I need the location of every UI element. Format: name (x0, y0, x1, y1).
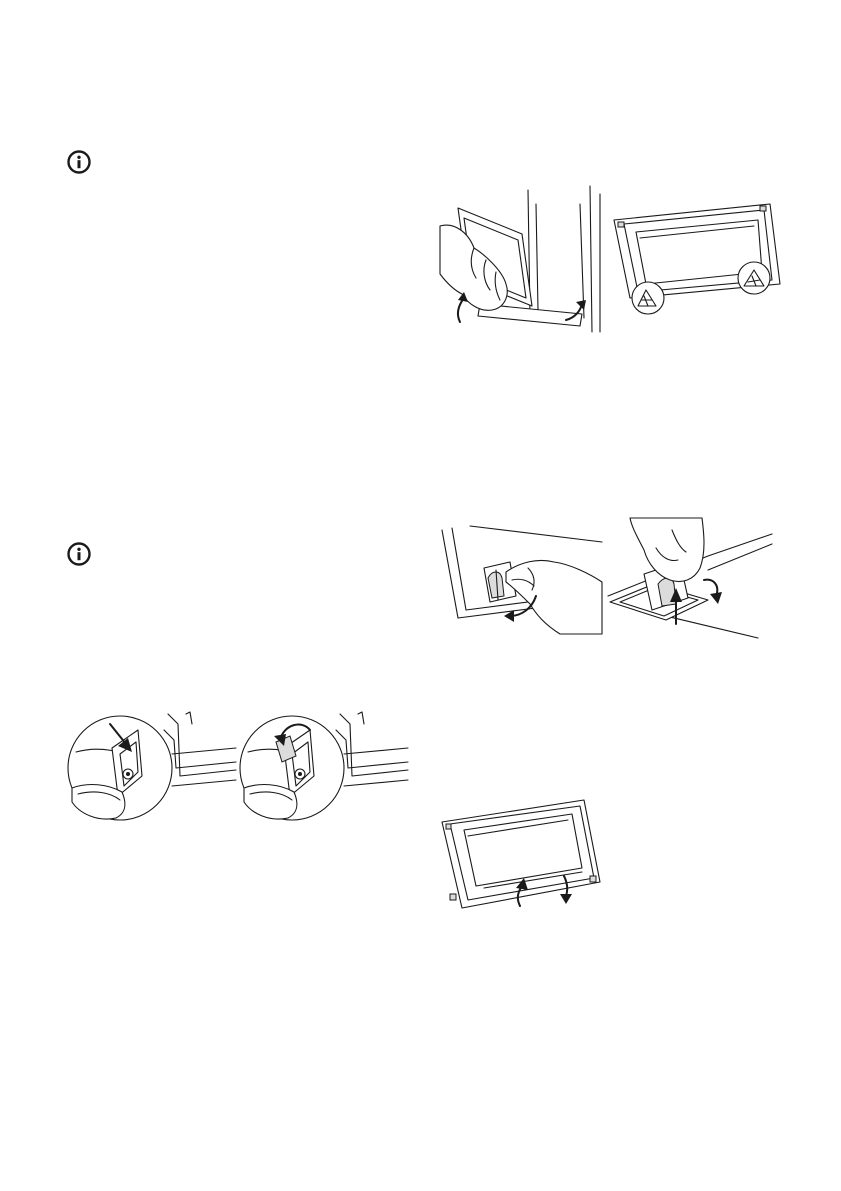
door-glass-clips-illustration (610, 202, 790, 324)
hinge-lock-rotate-illustration (240, 710, 408, 822)
door-removal-lift-illustration (440, 186, 606, 332)
info-icon (66, 541, 92, 567)
hinge-lever-lift-illustration (608, 518, 772, 638)
hinge-lever-fold-illustration (440, 524, 602, 634)
door-glass-panel-illustration (440, 798, 602, 910)
info-icon (66, 149, 92, 175)
hinge-lock-press-illustration (68, 710, 236, 822)
